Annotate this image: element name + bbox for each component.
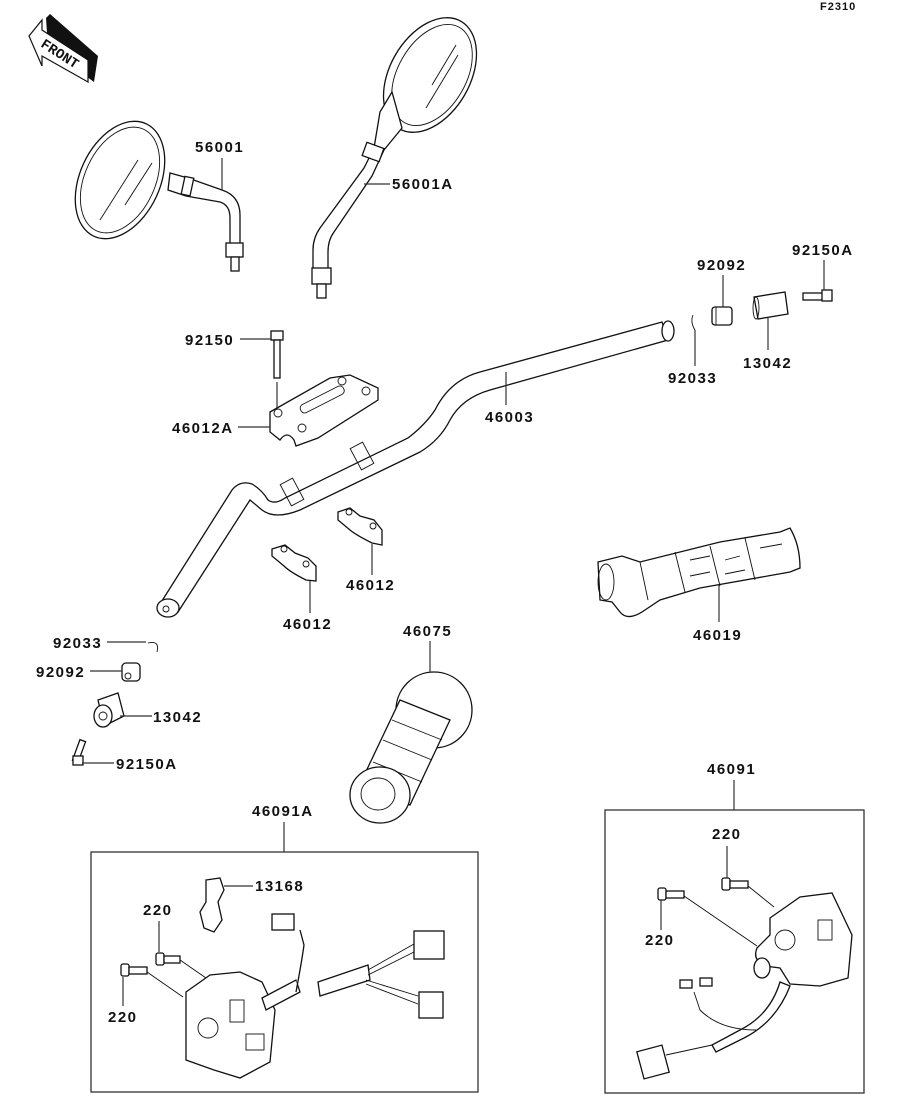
part-label-92092-r[interactable]: 92092 [697,257,746,274]
part-label-92033-l[interactable]: 92033 [53,635,102,652]
bar-end-bolt-right[interactable] [802,289,833,302]
front-arrow-icon: FRONT [28,14,98,84]
lower-holder-b[interactable] [271,544,317,582]
part-label-13042-l[interactable]: 13042 [153,709,202,726]
part-label-92150A-r[interactable]: 92150A [792,242,854,259]
throttle-grip[interactable] [597,527,801,618]
diagram-code: F2310 [820,1,856,13]
part-label-92033-r[interactable]: 92033 [668,370,717,387]
clutch-switch-bracket[interactable] [199,877,225,933]
part-label-46003[interactable]: 46003 [485,409,534,426]
screw-left-upper[interactable] [155,952,181,966]
bar-end-bolt-left[interactable] [71,738,87,766]
left-switch-housing[interactable] [185,913,445,1079]
part-label-56001[interactable]: 56001 [195,139,244,156]
screw-left-lower[interactable] [120,963,148,977]
part-label-46091A[interactable]: 46091A [252,803,314,820]
part-label-46012-a[interactable]: 46012 [346,577,395,594]
screw-right-lower[interactable] [657,887,685,901]
handlebar[interactable] [156,320,675,618]
circlip-left[interactable] [147,641,159,653]
part-label-220-b[interactable]: 220 [108,1009,138,1026]
mirror-right[interactable] [311,1,496,299]
upper-holder[interactable] [269,374,379,447]
part-label-46012-b[interactable]: 46012 [283,616,332,633]
bar-end-weight-left[interactable] [93,692,125,728]
bar-end-collar-left[interactable] [121,662,141,682]
left-switch-assembly-box [90,851,479,1093]
circlip-right[interactable] [691,314,696,331]
part-label-220-c[interactable]: 220 [712,826,742,843]
grip-left[interactable] [349,671,473,824]
part-label-13168[interactable]: 13168 [255,878,304,895]
part-label-220-a[interactable]: 220 [143,902,173,919]
bar-end-weight-right[interactable] [752,291,789,320]
part-label-56001A[interactable]: 56001A [392,176,454,193]
right-switch-assembly-box [604,809,865,1094]
holder-bolt[interactable] [270,330,284,379]
part-label-46012A[interactable]: 46012A [172,420,234,437]
part-label-220-d[interactable]: 220 [645,932,675,949]
part-label-92092-l[interactable]: 92092 [36,664,85,681]
bar-end-collar-right[interactable] [711,306,733,326]
part-label-92150[interactable]: 92150 [185,332,234,349]
part-label-46075[interactable]: 46075 [403,623,452,640]
part-label-46091[interactable]: 46091 [707,761,756,778]
part-label-46019[interactable]: 46019 [693,627,742,644]
right-switch-housing[interactable] [636,892,853,1080]
screw-right-upper[interactable] [721,877,749,891]
part-label-92150A-l[interactable]: 92150A [116,756,178,773]
mirror-left[interactable] [58,107,244,272]
lower-holder-a[interactable] [337,507,383,546]
part-label-13042-r[interactable]: 13042 [743,355,792,372]
